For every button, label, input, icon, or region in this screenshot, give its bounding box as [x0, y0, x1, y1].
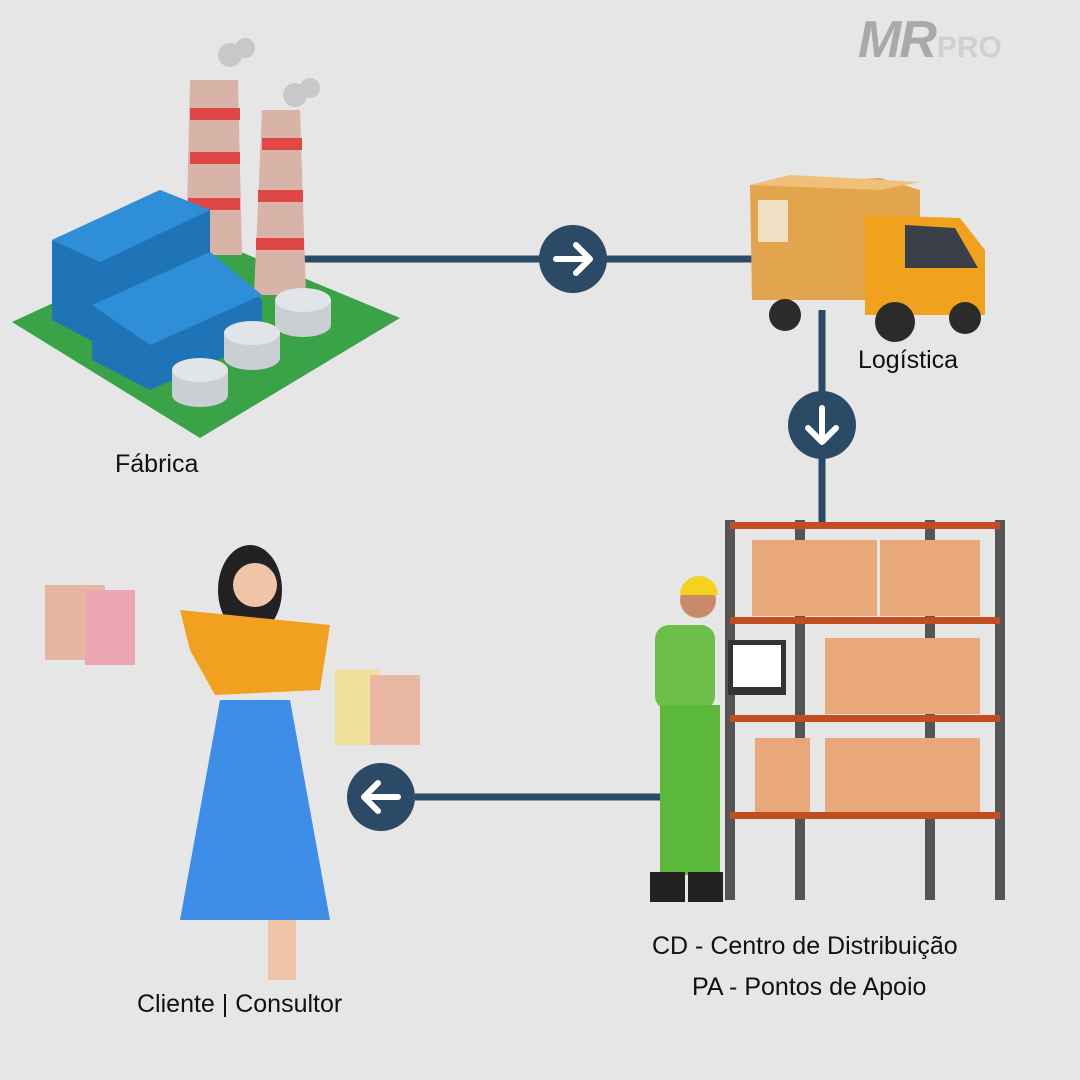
brand-logo: MRPRO: [858, 10, 1002, 70]
truck-illustration: [750, 175, 985, 342]
arrow-left-icon: [347, 763, 415, 831]
factory-label: Fábrica: [115, 450, 199, 478]
logo-main: MR: [858, 11, 937, 69]
support-points-label: PA - Pontos de Apoio: [692, 973, 927, 1001]
distribution-center-label: CD - Centro de Distribuição: [652, 932, 958, 960]
logistics-label: Logística: [858, 346, 959, 374]
warehouse-illustration: [650, 520, 1005, 902]
arrow-right-icon: [539, 225, 607, 293]
customer-label: Cliente | Consultor: [137, 990, 343, 1018]
logo-sub: PRO: [936, 31, 1002, 64]
arrow-down-icon: [788, 391, 856, 459]
factory-illustration: [12, 38, 400, 438]
customer-illustration: [45, 545, 420, 980]
